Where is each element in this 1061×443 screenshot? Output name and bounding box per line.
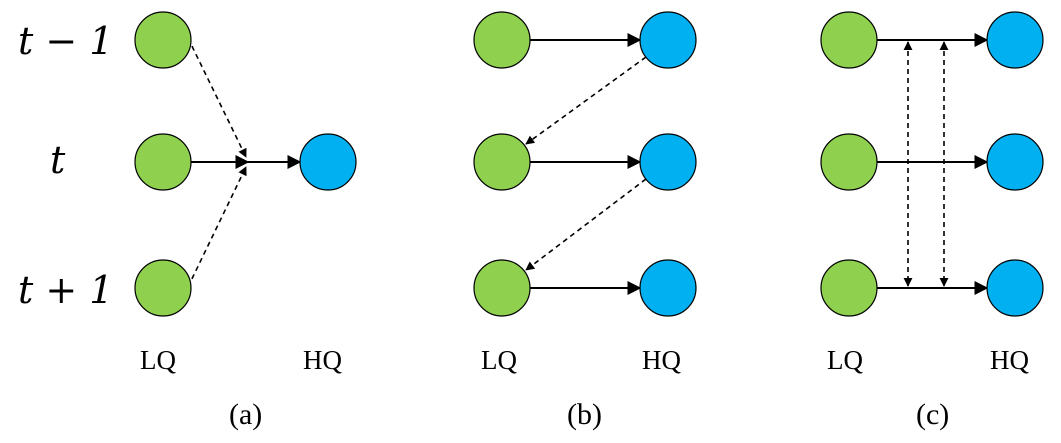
row-label-prev: t − 1 [18, 19, 113, 63]
lq-node-curr [134, 133, 192, 191]
panel-a: LQ HQ (a) [134, 11, 357, 431]
lq-node-curr [820, 133, 878, 191]
lq-node-next [134, 259, 192, 317]
hq-node-next [639, 259, 697, 317]
lq-node-prev [820, 11, 878, 69]
hq-label: HQ [990, 345, 1029, 375]
hq-node-prev [986, 11, 1044, 69]
lq-label: LQ [481, 345, 517, 375]
hq-label: HQ [642, 345, 681, 375]
lq-node-curr [473, 133, 531, 191]
lq-node-next [473, 259, 531, 317]
panel-b: LQ HQ (b) [473, 11, 697, 431]
hq-node-curr [639, 133, 697, 191]
lq-label: LQ [827, 345, 863, 375]
row-label-next: t + 1 [18, 268, 113, 312]
hq-node-next [986, 259, 1044, 317]
hq-node-curr [299, 133, 357, 191]
hq-node-curr [986, 133, 1044, 191]
panel-caption: (c) [916, 398, 949, 431]
dashed-arrow-next-to-fuse [187, 166, 247, 288]
dashed-arrow-prev-to-fuse [187, 37, 247, 158]
lq-node-next [820, 259, 878, 317]
panel-caption: (b) [567, 398, 602, 431]
lq-node-prev [473, 11, 531, 69]
hq-node-prev [639, 11, 697, 69]
row-label-curr: t [50, 138, 66, 182]
panel-c: LQ HQ (c) [820, 11, 1044, 431]
lq-label: LQ [140, 345, 176, 375]
dashed-arrow-hq-prev-to-lq-curr [525, 56, 647, 145]
lq-node-prev [134, 11, 192, 69]
panel-caption: (a) [229, 398, 262, 431]
dashed-arrow-hq-curr-to-lq-next [525, 178, 647, 271]
hq-label: HQ [303, 345, 342, 375]
